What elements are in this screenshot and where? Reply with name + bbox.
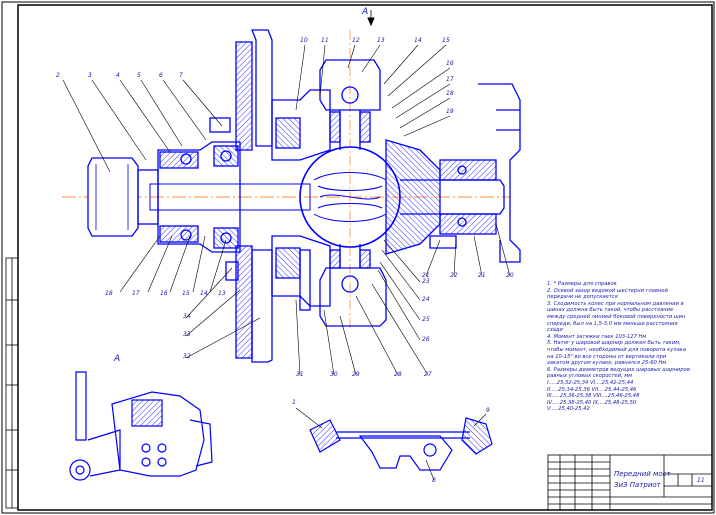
- part-label: 17: [446, 76, 454, 83]
- note-line: I.....25,32-25,34 VI....25,42-25,44: [547, 379, 634, 386]
- title-block: [547, 454, 713, 511]
- part-label: 5: [137, 72, 141, 79]
- note-line: чтобы момент, необходимый для поворота к…: [547, 346, 687, 353]
- part-label: 28: [394, 371, 402, 378]
- note-line: закатом другом кулаке, равнялся 25-60 Нм: [547, 360, 667, 367]
- part-label: 18: [105, 290, 113, 297]
- part-label: 25: [422, 316, 430, 323]
- note-line: II.....25,34-25,36 VII....25,44-25,46: [547, 386, 637, 393]
- section-arrow-letter: A: [362, 7, 369, 17]
- note-line: V.....25,40-25,42: [547, 406, 590, 413]
- part-label: 2: [56, 72, 60, 79]
- drawing-subtitle: ЗиЗ Патриот: [614, 481, 661, 489]
- part-label: 17: [132, 290, 140, 297]
- note-line: спереди, был на 1,5-3,0 мм меньше рассто…: [547, 320, 678, 327]
- part-label: 15: [182, 290, 190, 297]
- drawing-title: Передний мост: [614, 470, 671, 478]
- note-line: равных угловых скоростей, мм: [547, 373, 633, 380]
- part-label: 7: [179, 72, 183, 79]
- part-label: 16: [446, 60, 454, 67]
- part-label: 23: [422, 278, 430, 285]
- note-line: 3. Сходимость колес при нормальном давле…: [547, 300, 684, 307]
- part-label: 13: [377, 37, 385, 44]
- note-line: 5. Натяг у шаровой шарнир должен быть та…: [547, 340, 681, 347]
- part-label: 13: [218, 290, 226, 297]
- part-label: 21: [422, 272, 430, 279]
- note-line: 4. Момент затяжки гаек 103-127 Нм: [547, 333, 647, 340]
- part-label: 11: [321, 37, 329, 44]
- part-label: 30: [330, 371, 338, 378]
- part-label: 8: [432, 477, 436, 484]
- part-label: 16: [160, 290, 168, 297]
- part-label: 15: [442, 37, 450, 44]
- section-arrow: [367, 10, 375, 27]
- part-label: 19: [446, 108, 454, 115]
- part-label: 1: [292, 399, 296, 406]
- part-label: 14: [414, 37, 422, 44]
- part-label: 21: [478, 272, 486, 279]
- part-label: 12: [352, 37, 360, 44]
- binding-strip: [5, 257, 19, 509]
- part-label: 20: [506, 272, 514, 279]
- part-label: 33: [183, 331, 191, 338]
- part-label: 31: [296, 371, 304, 378]
- note-line: III.....25,36-25,38 VIII....25,46-25,48: [547, 393, 640, 400]
- sheet-number: 11: [697, 477, 705, 484]
- note-line: 2. Осевой зазор ведомой шестерни главной: [547, 287, 668, 294]
- note-line: между средней линией боковой поверхности…: [547, 313, 686, 320]
- tie-rod-assembly: [295, 407, 493, 481]
- part-label: 10: [300, 37, 308, 44]
- note-line: шинах должна быть такой, чтобы расстояни…: [547, 307, 674, 314]
- part-label: 6: [159, 72, 163, 79]
- note-line: 1. * Размеры для справок: [547, 281, 617, 287]
- part-label: 26: [422, 336, 430, 343]
- view-a-knuckle: [69, 371, 213, 481]
- part-label: 9: [486, 407, 490, 414]
- part-label: 32: [183, 353, 191, 360]
- sheet-inner-frame: [17, 4, 713, 511]
- part-label: 4: [116, 72, 120, 79]
- note-line: передачи не допускается: [547, 294, 618, 301]
- part-label: 3: [88, 72, 92, 79]
- note-line: сзади: [547, 327, 563, 334]
- view-a-label: A: [114, 354, 121, 364]
- part-label: 18: [446, 90, 454, 97]
- note-line: 6. Размеры диаметров ведущих шаровых шар…: [547, 366, 690, 373]
- part-label: 34: [183, 313, 191, 320]
- part-label: 29: [352, 371, 360, 378]
- part-label: 22: [450, 272, 458, 279]
- main-assembly-section: [87, 29, 521, 363]
- part-label: 27: [424, 371, 432, 378]
- note-line: на 10-15° во все стороны от вертикали пр…: [547, 353, 667, 360]
- part-label: 24: [422, 296, 430, 303]
- leader-lines: [62, 44, 511, 376]
- note-line: IV.....25,38-25,40 IX....25,48-25,50: [547, 399, 637, 406]
- part-label: 14: [200, 290, 208, 297]
- technical-requirements: 1. * Размеры для справок 2. Осевой зазор…: [547, 281, 712, 413]
